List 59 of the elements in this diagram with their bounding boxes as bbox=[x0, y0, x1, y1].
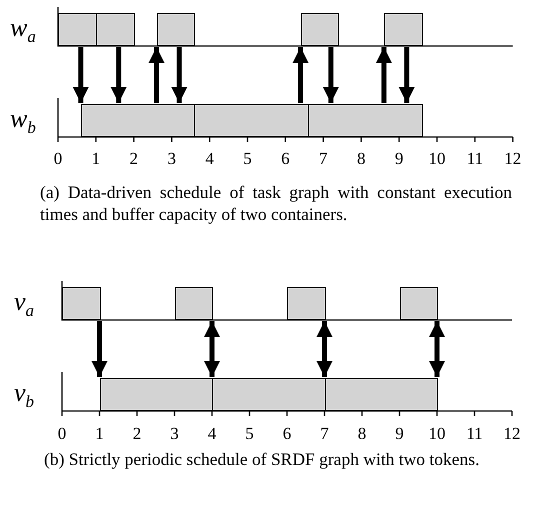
tick-label: 7 bbox=[319, 150, 328, 168]
task-bar bbox=[400, 287, 438, 320]
lane-label: w$_{b}$ bbox=[10, 105, 36, 140]
arrow bbox=[148, 47, 165, 103]
arrow bbox=[92, 321, 108, 377]
tick-label: 5 bbox=[245, 425, 254, 443]
tick-label: 6 bbox=[282, 425, 292, 443]
tick-label: 9 bbox=[394, 150, 404, 168]
tick-label: 2 bbox=[130, 150, 138, 168]
task-bar bbox=[156, 13, 196, 46]
arrow bbox=[171, 47, 188, 103]
tick-label: 6 bbox=[281, 150, 290, 168]
tick-label: 3 bbox=[170, 425, 179, 443]
tick-label: 1 bbox=[95, 425, 104, 443]
tick-label: 11 bbox=[466, 425, 483, 443]
task-bar bbox=[62, 287, 100, 320]
task-bar bbox=[300, 13, 340, 46]
tick-label: 8 bbox=[356, 150, 366, 168]
arrow bbox=[429, 321, 445, 377]
caption: (b) Strictly periodic schedule of SRDF graph with two tokens. bbox=[44, 448, 480, 470]
tick-label: 8 bbox=[358, 425, 366, 443]
tick-label: 7 bbox=[320, 425, 329, 443]
arrow bbox=[72, 47, 89, 103]
task-bar bbox=[384, 13, 423, 46]
arrow bbox=[110, 47, 127, 103]
task-bar bbox=[80, 104, 196, 137]
tick-label: 4 bbox=[205, 150, 214, 168]
tick-label: 5 bbox=[243, 150, 252, 168]
task-bar bbox=[96, 13, 135, 46]
arrow bbox=[292, 47, 309, 103]
task-bar bbox=[212, 378, 326, 411]
arrow bbox=[204, 321, 220, 377]
tick-label: 0 bbox=[58, 425, 66, 443]
tick-label: 11 bbox=[466, 150, 484, 168]
tick-label: 2 bbox=[132, 425, 142, 443]
lane-label: w$_{a}$ bbox=[10, 14, 36, 48]
tick-label: 10 bbox=[428, 150, 446, 168]
tick-label: 1 bbox=[92, 150, 100, 168]
tick-label: 0 bbox=[54, 150, 62, 168]
arrow bbox=[316, 321, 332, 377]
tick-label: 4 bbox=[208, 425, 216, 443]
lane-label: v$_{a}$ bbox=[14, 288, 34, 322]
tick-label: 12 bbox=[504, 150, 522, 168]
task-bar bbox=[100, 378, 213, 411]
arrow bbox=[322, 47, 339, 103]
arrow bbox=[398, 47, 415, 103]
tick-label: 12 bbox=[504, 425, 520, 443]
lane-label: v$_{b}$ bbox=[14, 379, 34, 414]
tick-label: 9 bbox=[395, 425, 404, 443]
task-bar bbox=[308, 104, 423, 137]
tick-label: 3 bbox=[167, 150, 176, 168]
task-bar bbox=[174, 287, 213, 320]
task-bar bbox=[324, 378, 438, 411]
task-bar bbox=[58, 13, 97, 46]
tick-label: 10 bbox=[428, 425, 446, 443]
caption: (a) Data-driven schedule of task graph with constant execution times and buffer capacity of two containers. bbox=[40, 181, 512, 225]
arrow bbox=[376, 47, 392, 103]
task-bar bbox=[287, 287, 326, 320]
task-bar bbox=[194, 104, 310, 137]
